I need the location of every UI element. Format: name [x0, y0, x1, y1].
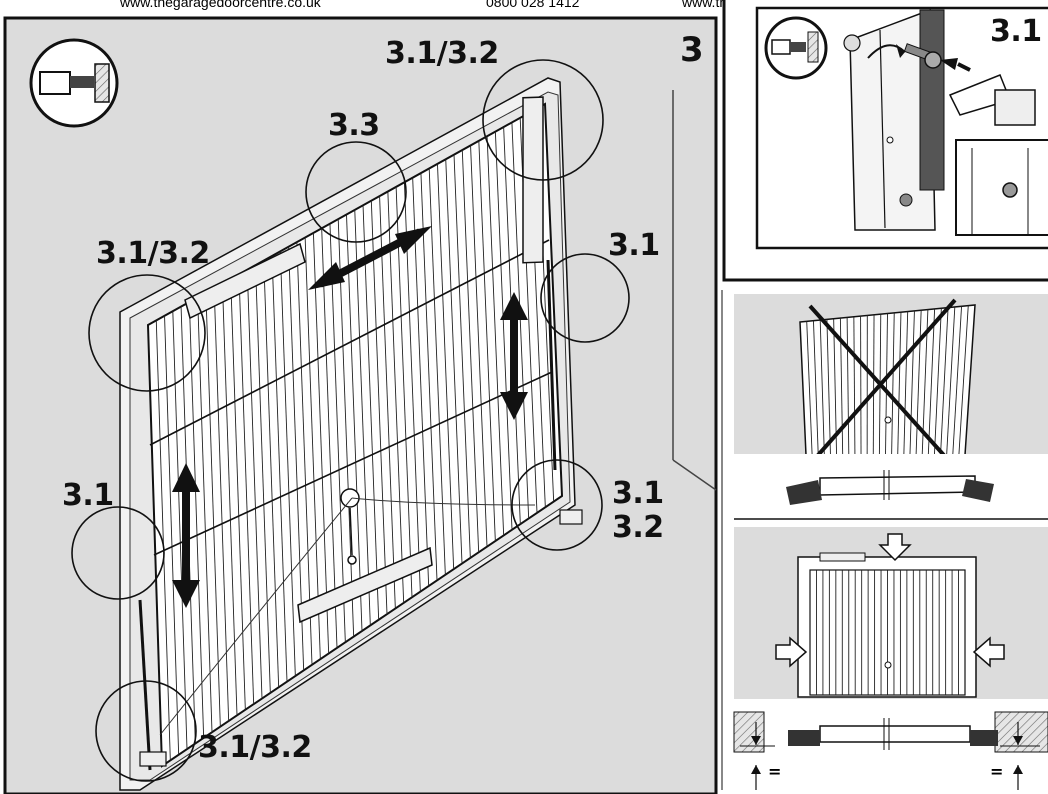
door-rib: [255, 265, 271, 693]
label-right-lower-b: 3.2: [612, 510, 664, 545]
door-rib: [486, 136, 505, 536]
door-rib: [885, 313, 888, 456]
door-rib: [478, 140, 496, 542]
equal-sign-left: =: [768, 762, 782, 781]
door-rib: [940, 307, 949, 456]
door-rib: [952, 306, 962, 456]
door-rib: [806, 321, 813, 456]
door-rib: [412, 177, 430, 587]
door-rib: [511, 122, 530, 519]
door-rib: [395, 186, 413, 598]
door-rib: [437, 163, 455, 570]
door-rib: [312, 232, 330, 654]
door-rib: [909, 310, 915, 456]
door-rib: [461, 150, 480, 553]
door-rib: [933, 308, 942, 456]
incorrect-install-panel: [721, 290, 1048, 790]
door-rib: [494, 131, 513, 530]
door-rib: [188, 301, 205, 738]
door-rib: [221, 283, 238, 716]
door-rib: [346, 214, 363, 632]
door-rib: [197, 297, 213, 733]
main-panel: [3, 16, 718, 794]
label-top-center: 3.3: [328, 108, 380, 143]
vertical-adjust-arrow-left: [172, 463, 200, 608]
door-rib: [279, 251, 296, 677]
door-rib: [819, 320, 825, 456]
bolt-inset: [29, 38, 119, 128]
door-rib: [958, 305, 969, 456]
detail-label: 3.1: [990, 14, 1042, 49]
door-rib: [927, 308, 936, 456]
door-rib: [337, 219, 355, 637]
door-rib: [288, 246, 305, 671]
label-right-mid: 3.1: [608, 228, 660, 263]
door-rib: [428, 168, 446, 575]
door-rib: [205, 292, 221, 727]
door-rib: [872, 314, 875, 456]
door-rib: [238, 274, 255, 705]
step-number: 3: [680, 30, 704, 70]
door-rib: [853, 316, 856, 456]
door-rib: [915, 310, 922, 456]
door-rib: [453, 154, 471, 558]
header-url-left: www.thegaragedoorcentre.co.uk: [120, 0, 321, 10]
door-rib: [246, 269, 263, 699]
correct-install-panel: [733, 527, 1048, 794]
label-bottom-left: 3.1/3.2: [198, 730, 312, 765]
door-rib: [445, 159, 463, 564]
door-rib: [362, 205, 380, 620]
door-rib: [897, 312, 902, 456]
door-rib: [826, 319, 831, 456]
label-right-lower-a: 3.1: [612, 476, 664, 511]
vertical-adjust-arrow-right: [500, 292, 528, 420]
door-rib: [321, 228, 338, 648]
detail-panel: [722, 0, 1048, 282]
door-rib: [296, 242, 313, 665]
door-rib: [370, 200, 388, 615]
door-rib: [813, 320, 819, 456]
equal-sign-right: =: [990, 762, 1004, 781]
door-rib: [213, 288, 230, 722]
door-rib: [387, 191, 405, 603]
door-rib: [420, 173, 438, 581]
door-rib: [164, 315, 180, 755]
door-rib: [155, 320, 171, 761]
door-rib: [379, 196, 396, 609]
door-rib: [470, 145, 488, 547]
door-rib: [946, 306, 956, 456]
label-top-right-corner: 3.1/3.2: [385, 36, 499, 71]
door-rib: [891, 312, 895, 456]
label-left-upper-corner: 3.1/3.2: [96, 236, 210, 271]
door-rib: [230, 278, 246, 710]
door-rib: [263, 260, 280, 688]
door-rib: [329, 223, 346, 643]
door-rib: [846, 317, 850, 456]
door-rib: [271, 255, 288, 682]
horizontal-adjust-arrow: [308, 226, 432, 290]
door-rib: [304, 237, 321, 660]
door-rib: [903, 311, 909, 456]
door-rib: [354, 209, 371, 626]
detail-callout-circles: [71, 59, 630, 782]
label-left-mid: 3.1: [62, 478, 114, 513]
header-phone: 0800 028 1412: [486, 0, 580, 10]
